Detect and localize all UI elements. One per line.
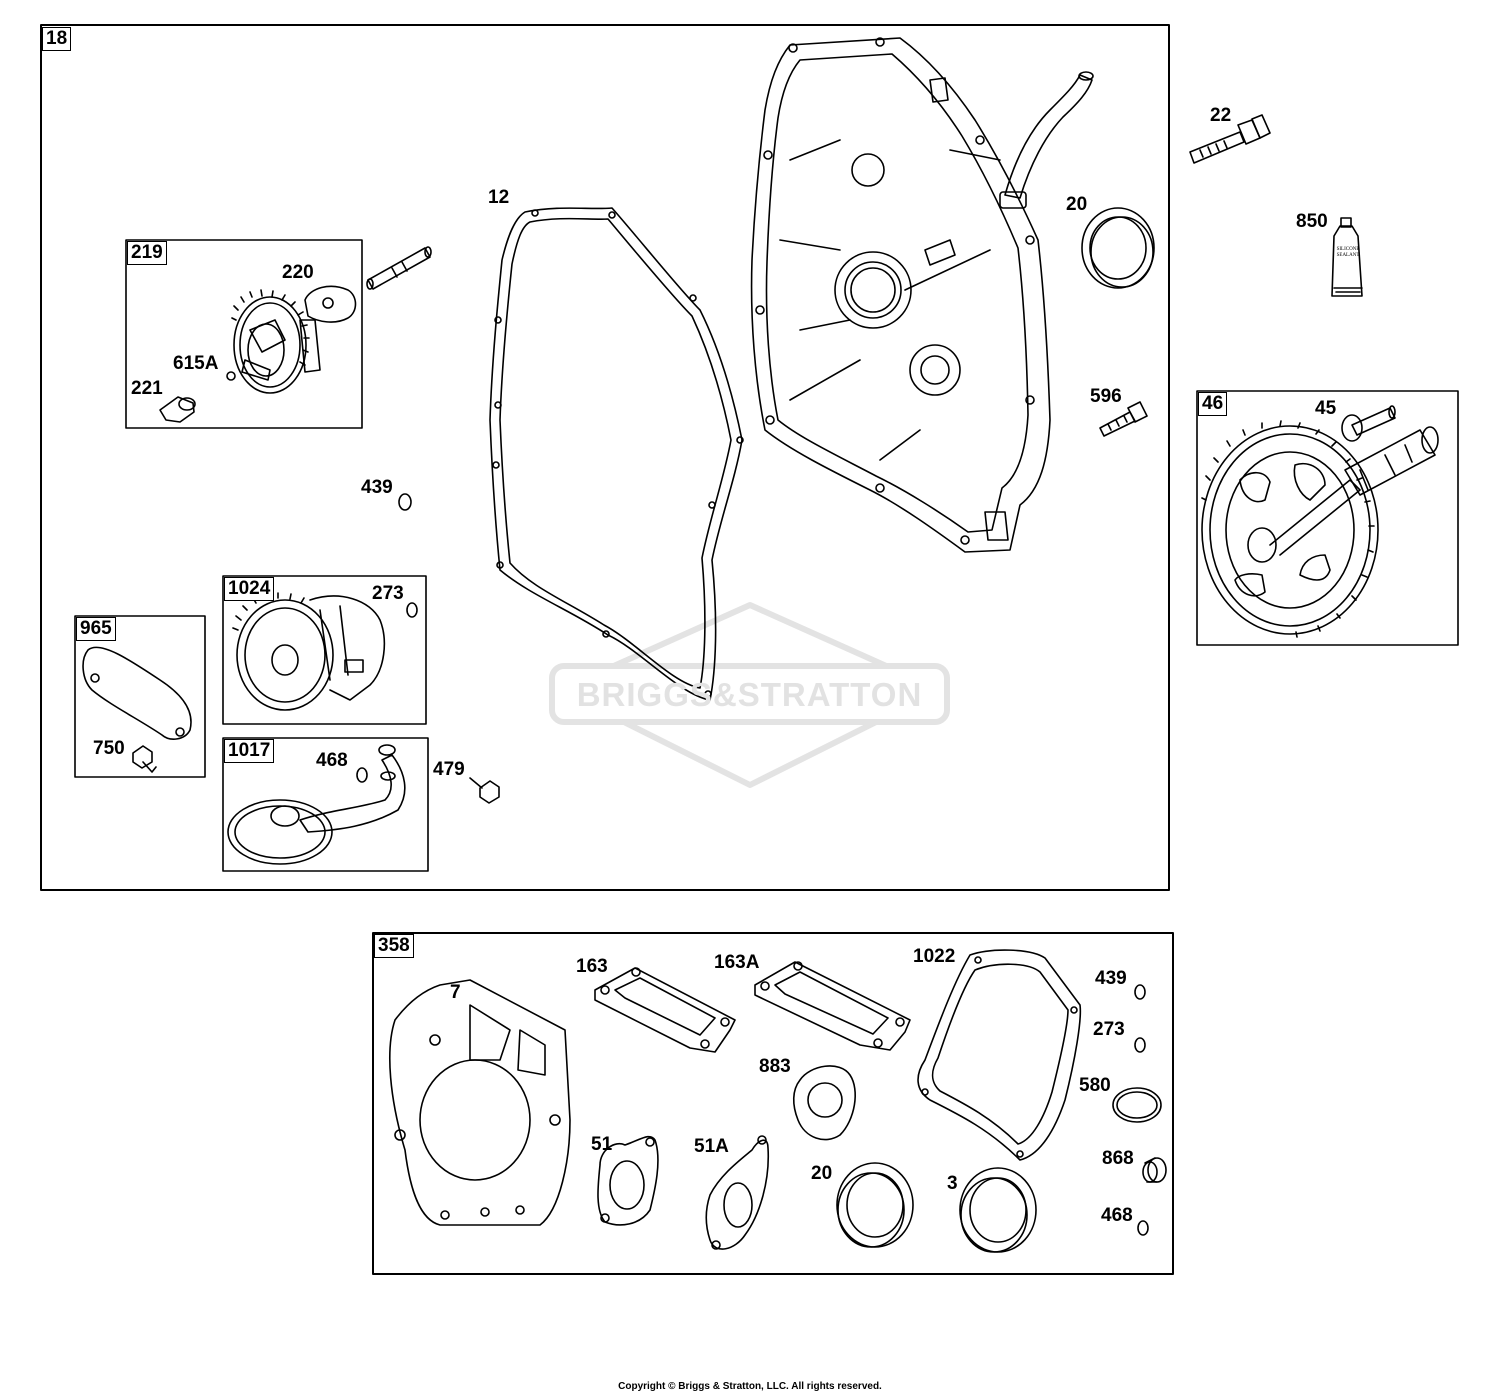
label-850: 850 [1296, 211, 1328, 232]
part-7-head-gasket [389, 979, 571, 1226]
part-750-screw [132, 745, 157, 773]
part-20-oil-seal [1081, 207, 1155, 289]
part-163-gasket [594, 967, 736, 1053]
part-273-o-ring [406, 602, 418, 618]
label-439: 439 [361, 477, 393, 498]
label-22: 22 [1210, 105, 1232, 126]
box-tag-46: 46 [1198, 392, 1228, 416]
part-596-bolt [1099, 401, 1148, 437]
part-18-crankcase-cover [750, 37, 1094, 553]
label-12: 12 [488, 187, 510, 208]
label-273-kit: 273 [1093, 1019, 1125, 1040]
part-868-seal [1142, 1157, 1167, 1183]
part-479-screw [469, 777, 500, 804]
label-45: 45 [1315, 398, 1337, 419]
label-750: 750 [93, 738, 125, 759]
label-868: 868 [1102, 1148, 1134, 1169]
part-45-pin [1341, 405, 1396, 442]
label-3: 3 [947, 1173, 958, 1194]
label-580: 580 [1079, 1075, 1111, 1096]
label-163: 163 [576, 956, 608, 977]
part-850-sealant-tube [1331, 217, 1363, 297]
part-3-oil-seal [959, 1167, 1037, 1253]
part-governor-shaft [366, 246, 432, 290]
label-163A: 163A [714, 952, 760, 973]
part-163A-gasket [754, 961, 911, 1051]
label-1022: 1022 [913, 946, 956, 967]
label-479: 479 [433, 759, 465, 780]
part-51A-gasket [705, 1135, 770, 1250]
label-221: 221 [131, 378, 163, 399]
group-frame-219 [125, 239, 363, 429]
group-frame-46 [1196, 390, 1459, 646]
box-tag-1024: 1024 [224, 577, 275, 601]
label-468-kit: 468 [1101, 1205, 1133, 1226]
box-tag-18: 18 [42, 27, 72, 51]
part-1024-oil-pump [232, 592, 386, 711]
label-596: 596 [1090, 386, 1122, 407]
sealant-tube-text: SILICONE SEALANT [1333, 247, 1363, 259]
label-273: 273 [372, 583, 404, 604]
part-12-crankcase-gasket [489, 207, 744, 701]
part-468-o-ring [356, 767, 368, 783]
part-439-o-ring [1134, 984, 1146, 1000]
label-7: 7 [450, 982, 461, 1003]
label-615A: 615A [173, 353, 219, 374]
part-1022-valve-cover-gasket [917, 949, 1082, 1161]
part-51-gasket [597, 1135, 659, 1226]
briggs-logo-watermark [549, 602, 950, 788]
box-tag-358: 358 [374, 934, 414, 958]
label-20: 20 [1066, 194, 1088, 215]
box-tag-1017: 1017 [224, 739, 275, 763]
part-965-cover-plate [82, 646, 192, 740]
part-580-o-ring [1112, 1087, 1162, 1123]
sealant-line-2: SEALANT [1336, 253, 1360, 258]
part-439-o-ring [398, 493, 412, 511]
copyright-notice: Copyright © Briggs & Stratton, LLC. All … [618, 1381, 882, 1392]
label-51A: 51A [694, 1136, 729, 1157]
part-1017-oil-pickup [227, 744, 406, 865]
label-51: 51 [591, 1134, 613, 1155]
label-468: 468 [316, 750, 348, 771]
part-883-gasket [792, 1065, 856, 1141]
part-20-oil-seal [836, 1162, 914, 1248]
briggs-watermark-text: BRIGGS&STRATTON [576, 676, 923, 713]
part-46-camshaft-gear [1201, 420, 1439, 638]
part-22-bolt [1189, 114, 1271, 164]
label-20-kit: 20 [811, 1163, 833, 1184]
label-883: 883 [759, 1056, 791, 1077]
box-tag-219: 219 [127, 241, 167, 265]
part-219-governor-gear-assembly [159, 285, 357, 423]
group-frame-965 [74, 615, 206, 778]
group-frame-1017 [222, 737, 429, 872]
group-frame-1024 [222, 575, 427, 725]
group-frame-18 [40, 24, 1170, 891]
sealant-line-1: SILICONE [1336, 247, 1360, 252]
label-439-kit: 439 [1095, 968, 1127, 989]
part-273-o-ring [1134, 1037, 1146, 1053]
part-468-o-ring [1137, 1220, 1149, 1236]
label-220: 220 [282, 262, 314, 283]
box-tag-965: 965 [76, 617, 116, 641]
group-frame-358 [372, 932, 1174, 1275]
